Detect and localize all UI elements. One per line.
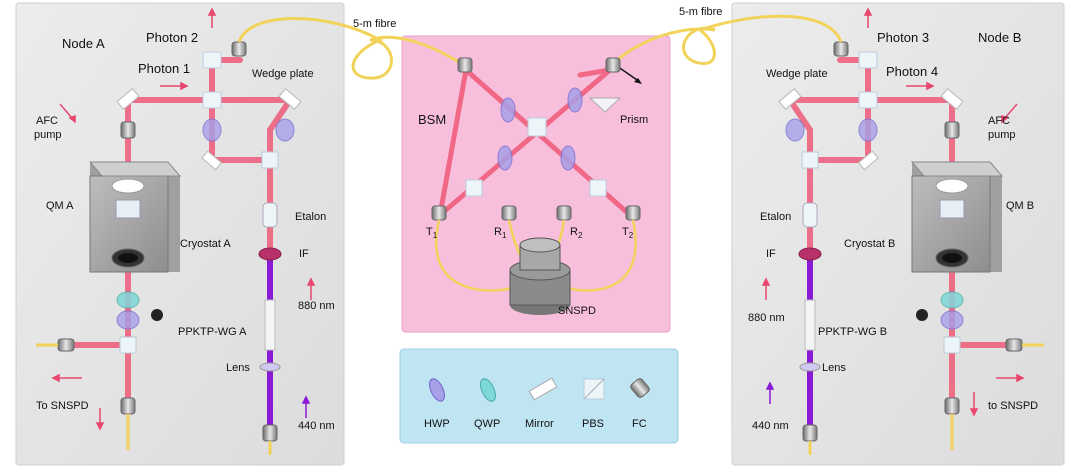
node-b-to-snspd-label: to SNSPD xyxy=(988,400,1039,412)
node-b-wedge-plate-label: Wedge plate xyxy=(766,68,828,80)
fc-icon xyxy=(630,378,650,398)
node-b-etalon-label: Etalon xyxy=(760,211,792,223)
node-b-880-label: 880 nm xyxy=(748,312,785,324)
legend-pbs-label: PBS xyxy=(582,418,605,430)
node-a-fc-side xyxy=(36,338,75,352)
node-b-lens-label: Lens xyxy=(822,362,846,374)
node-b-waveguide xyxy=(804,299,816,351)
node-b-hwp-group xyxy=(785,118,964,330)
legend-hwp-label: HWP xyxy=(424,418,450,430)
node-b-if xyxy=(798,247,822,261)
node-b-qm-label: QM B xyxy=(1006,200,1035,212)
node-a-mirrors xyxy=(116,88,302,171)
node-a-qm-label: QM A xyxy=(46,200,74,212)
node-b-beam-dump xyxy=(916,309,928,321)
cryostat-a xyxy=(88,161,182,273)
node-a-hwp-group xyxy=(116,118,295,330)
legend-mirror-label: Mirror xyxy=(525,418,554,430)
node-a-if xyxy=(258,247,282,261)
node-a-afc-pump-label-1: AFC xyxy=(36,115,58,127)
node-a-qwp xyxy=(116,291,140,309)
detector-r1-label: R1 xyxy=(494,226,507,241)
node-a-fc-pump xyxy=(120,121,136,139)
node-b-afc-pump-label-2: pump xyxy=(988,129,1016,141)
node-b-fc-photon3 xyxy=(833,41,849,57)
bsm-pbs-right xyxy=(589,179,607,197)
node-b-pbs xyxy=(801,51,961,354)
node-a-title: Node A xyxy=(62,36,105,51)
bsm-center-bs xyxy=(527,117,547,137)
node-b-fc-snspd xyxy=(944,397,960,450)
node-b-fc-side xyxy=(1005,338,1044,352)
annotation-arrows xyxy=(51,7,1025,431)
node-a-if-label: IF xyxy=(299,248,309,260)
mirror-icon xyxy=(528,377,558,401)
node-a-pbs xyxy=(119,51,279,354)
node-a-fc-pump-input xyxy=(262,424,278,455)
detector-r2-label: R2 xyxy=(570,226,583,241)
node-b-440-label: 440 nm xyxy=(752,420,789,432)
node-b-title: Node B xyxy=(978,30,1022,45)
bsm-fc-input-right xyxy=(605,57,621,73)
pbs-icon xyxy=(583,378,605,400)
prism-arrow-head-b xyxy=(634,78,642,84)
hwp-icon xyxy=(429,378,445,402)
node-b-qwp xyxy=(940,291,964,309)
snspd-unit xyxy=(509,237,571,315)
node-a-fc-photon2 xyxy=(231,41,247,57)
node-b-if-label: IF xyxy=(766,248,776,260)
bsm-title: BSM xyxy=(418,112,447,127)
fibre-left xyxy=(237,17,463,80)
cryostat-b xyxy=(910,161,1004,273)
node-b-fc-pump xyxy=(944,121,960,139)
detector-t1-label: T1 xyxy=(426,226,438,241)
legend-fc-label: FC xyxy=(632,418,647,430)
node-a-photon1-label: Photon 1 xyxy=(138,61,191,76)
node-a-beam-dump xyxy=(151,309,163,321)
node-b-etalon xyxy=(802,202,818,228)
node-a-cryostat-label: Cryostat A xyxy=(180,238,231,250)
node-a-waveguide xyxy=(264,299,276,351)
node-b-lens xyxy=(799,362,821,372)
fibre-right-label: 5-m fibre xyxy=(679,6,723,18)
node-a-photon2-label: Photon 2 xyxy=(146,30,199,45)
node-a-to-snspd-label: To SNSPD xyxy=(36,400,89,412)
node-a-ppktp-label: PPKTP-WG A xyxy=(178,326,247,338)
bsm-hwps xyxy=(497,87,583,171)
legend-qwp-label: QWP xyxy=(474,418,501,430)
node-b-ppktp-label: PPKTP-WG B xyxy=(818,326,888,338)
prism xyxy=(588,97,622,113)
prism-label: Prism xyxy=(620,114,649,126)
pump-wavelength-arrows xyxy=(301,381,775,418)
node-a-etalon xyxy=(262,202,278,228)
node-b-afc-pump-label-1: AFC xyxy=(988,115,1010,127)
node-a-afc-pump-label-2: pump xyxy=(34,129,62,141)
node-a-wedge-plate-label: Wedge plate xyxy=(252,68,314,80)
node-a-440-label: 440 nm xyxy=(298,420,335,432)
node-b-cryostat-label: Cryostat B xyxy=(844,238,896,250)
fibre-right xyxy=(614,14,843,65)
node-a-880-label: 880 nm xyxy=(298,300,335,312)
node-a-lens-label: Lens xyxy=(226,362,250,374)
node-a-fc-snspd xyxy=(120,397,136,450)
node-b-photon3-label: Photon 3 xyxy=(877,30,930,45)
bsm-fc-input-left xyxy=(457,57,473,73)
detector-t2-label: T2 xyxy=(622,226,634,241)
node-b-mirrors xyxy=(778,88,964,171)
fibre-left-label: 5-m fibre xyxy=(353,18,397,30)
bsm-pbs-left xyxy=(465,179,483,197)
qwp-icon xyxy=(480,378,496,402)
node-b-photon4-label: Photon 4 xyxy=(886,64,939,79)
node-a-etalon-label: Etalon xyxy=(295,211,327,223)
node-b-fc-pump-input xyxy=(802,424,818,455)
snspd-label: SNSPD xyxy=(558,305,596,317)
node-a-lens xyxy=(259,362,281,372)
